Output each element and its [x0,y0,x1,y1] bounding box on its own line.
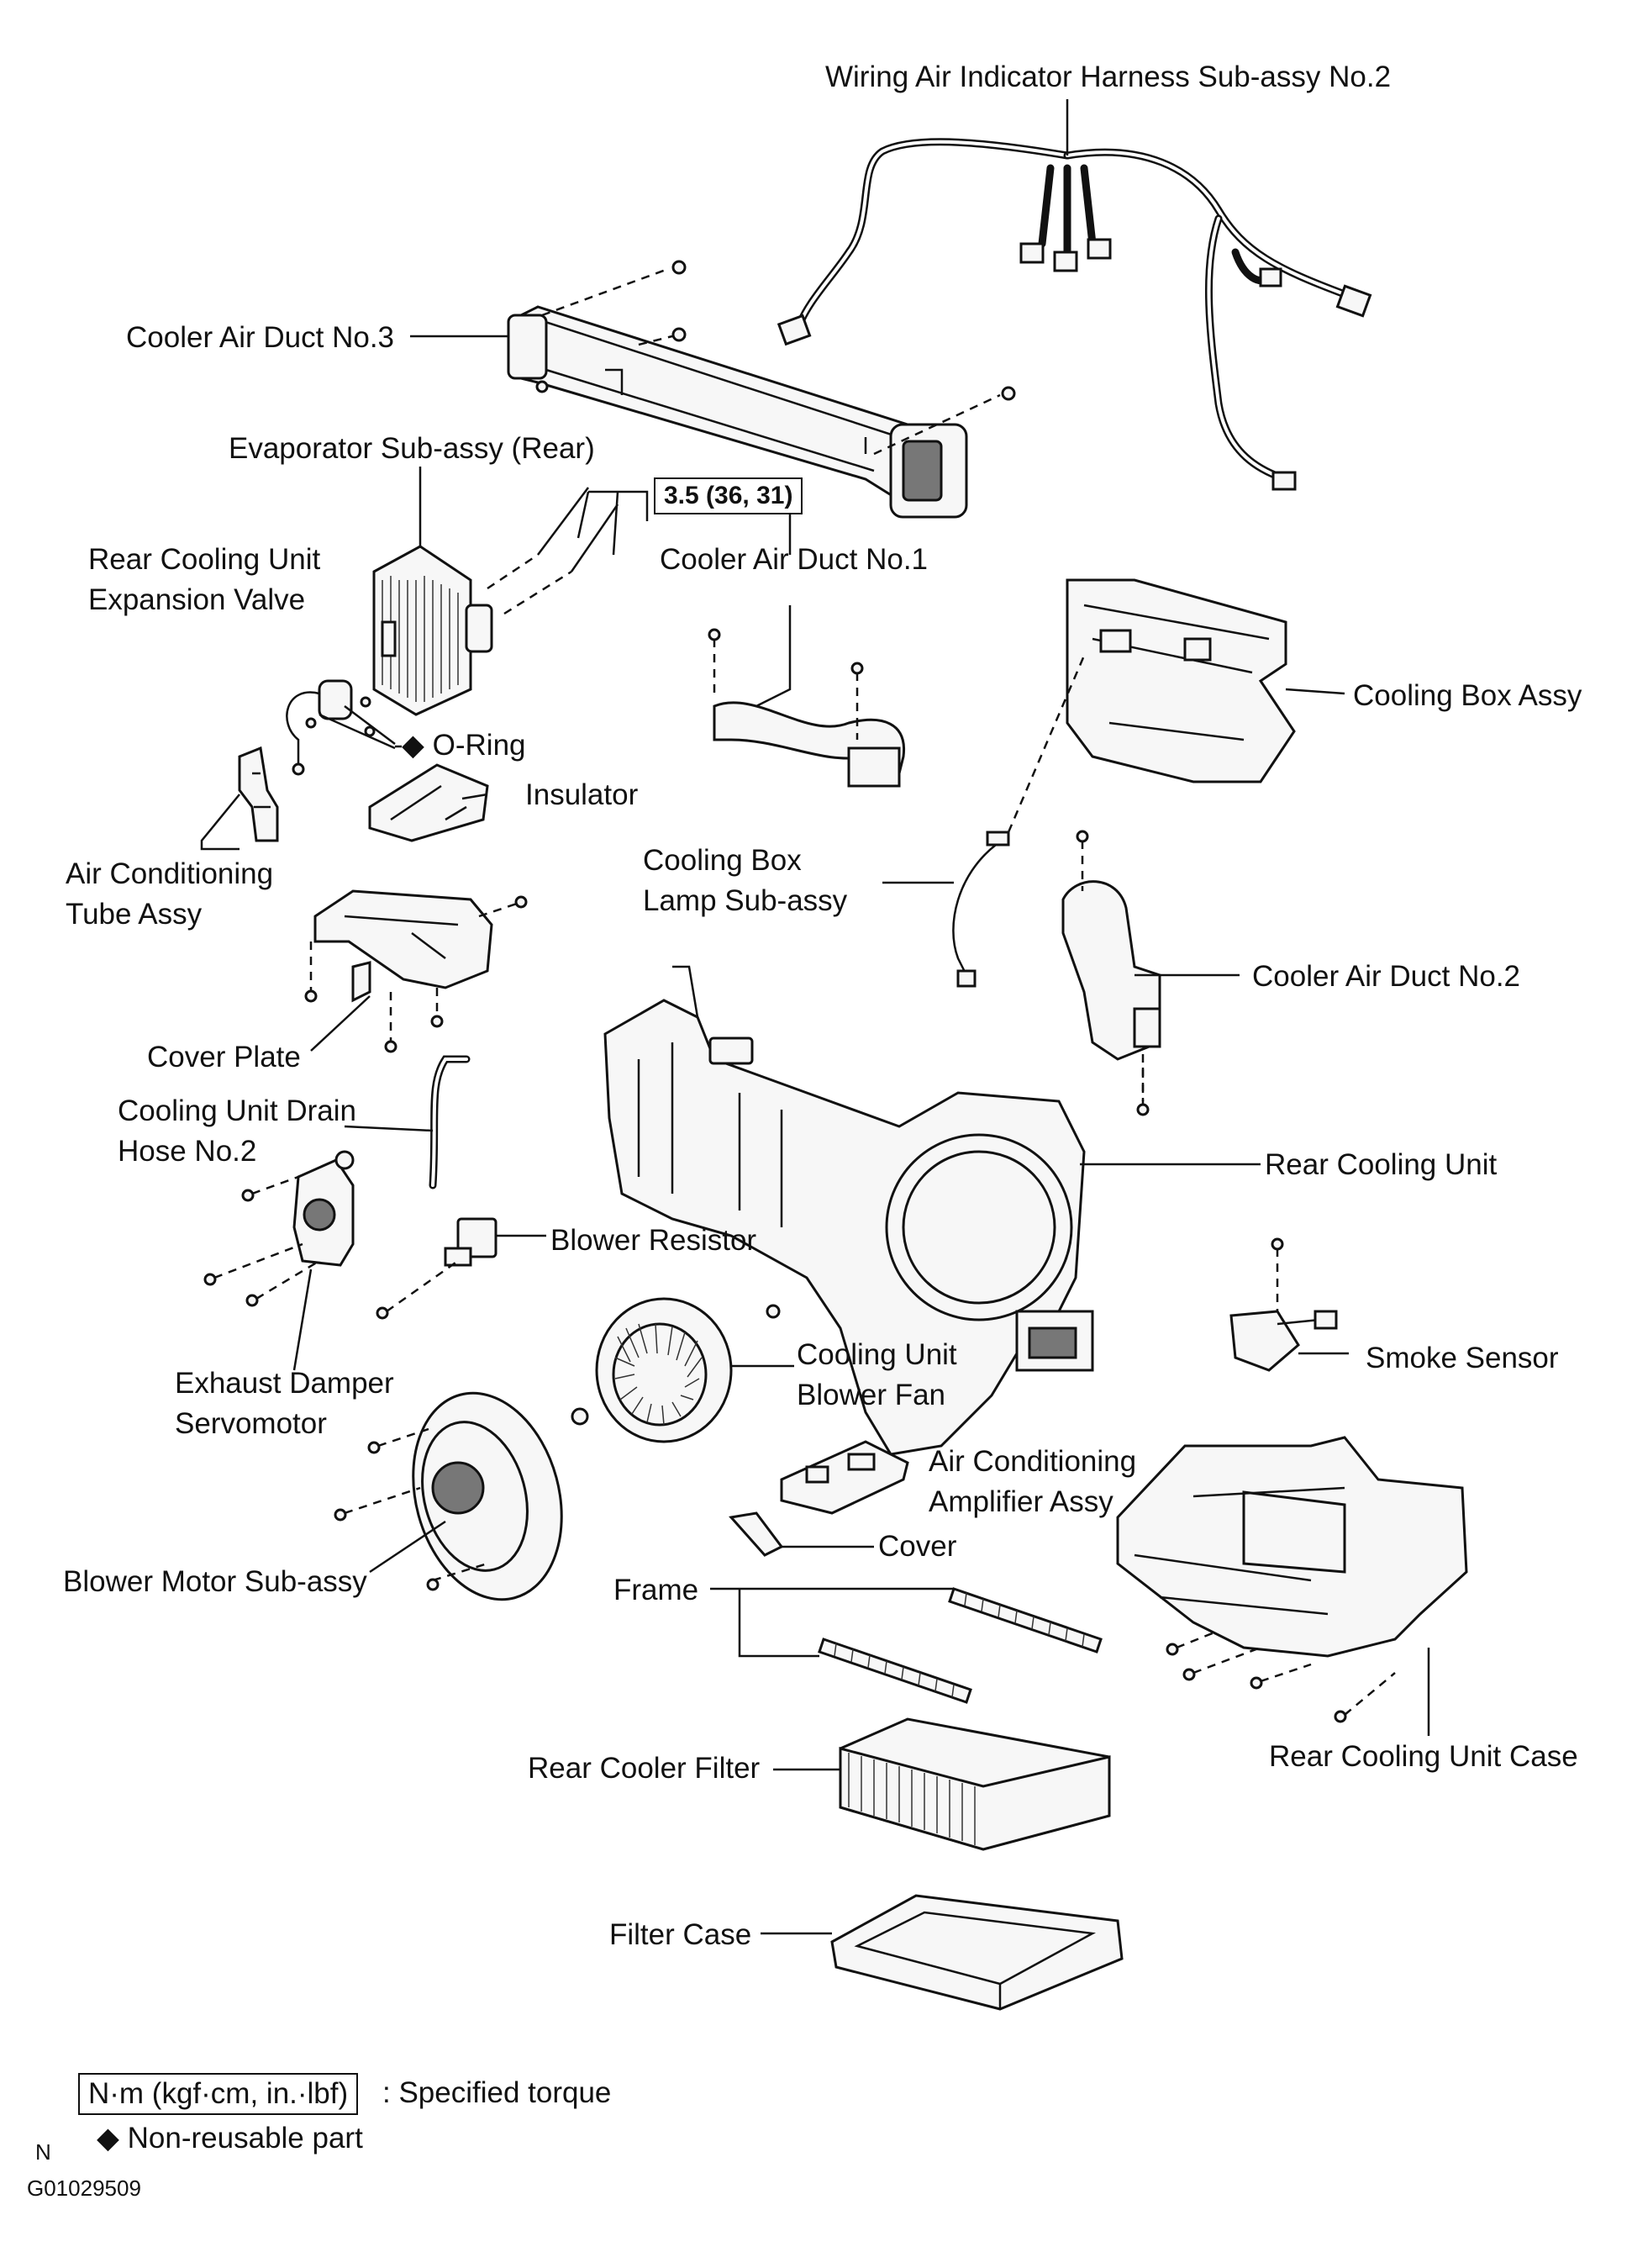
footer-figure-code: G01029509 [27,2176,141,2201]
label-cover-plate: Cover Plate [147,1041,301,1073]
label-lamp-line2: Lamp Sub-assy [643,884,848,917]
label-fan-line2: Blower Fan [797,1379,946,1411]
cover-part [729,1511,784,1557]
evaporator [372,545,493,716]
label-harness: Wiring Air Indicator Harness Sub-assy No… [825,61,1392,93]
label-drain-line2: Hose No.2 [118,1135,257,1168]
rear-cooling-unit [603,965,1145,1456]
label-smoke-sensor: Smoke Sensor [1366,1342,1559,1374]
legend-torque-desc: : Specified torque [382,2076,612,2109]
cooler-air-duct-no2 [1061,830,1161,1116]
drain-hose [429,1055,471,1189]
cooling-box-lamp [952,655,1086,988]
blower-motor [334,1391,563,1601]
legend-nonreusable: ◆ Non-reusable part [97,2118,363,2159]
legend-torque-unit-box: N·m (kgf·cm, in.·lbf) [78,2073,359,2115]
label-frame: Frame [613,1574,699,1606]
label-rear-cooler-filter: Rear Cooler Filter [528,1752,761,1785]
label-damper-line1: Exhaust Damper [175,1367,394,1400]
label-cover: Cover [878,1530,957,1563]
damper-servomotor [203,1150,355,1307]
smoke-sensor [1229,1237,1338,1372]
label-expansion-valve-line1: Rear Cooling Unit [88,543,321,576]
cover-plate [304,889,528,1053]
expansion-valve [286,679,396,776]
label-amp-line1: Air Conditioning [929,1445,1137,1478]
label-insulator: Insulator [525,778,639,811]
blower-fan [571,1297,781,1443]
label-lamp-line1: Cooling Box [643,844,802,877]
cooling-box-assy [1066,578,1296,783]
label-expansion-valve-line2: Expansion Valve [88,583,306,616]
label-fan-line1: Cooling Unit [797,1338,957,1371]
label-amp-line2: Amplifier Assy [929,1485,1113,1518]
insulator [368,763,489,842]
label-oring-text: O-Ring [432,729,526,762]
rear-cooler-filter [839,1717,1111,1851]
label-damper-line2: Servomotor [175,1407,327,1440]
filter-case [830,1894,1124,2011]
footer-n-mark: N [35,2139,51,2165]
label-blower-motor: Blower Motor Sub-assy [63,1565,367,1598]
label-cooler-air-duct-no3: Cooler Air Duct No.3 [126,321,395,354]
frame-bars [818,1587,1103,1704]
label-drain-line1: Cooling Unit Drain [118,1094,357,1127]
wiring-harness [777,138,1372,491]
diamond-icon: ◆ [402,729,424,762]
label-cooling-box-assy: Cooling Box Assy [1353,679,1582,712]
label-evaporator: Evaporator Sub-assy (Rear) [229,432,595,465]
label-oring: ◆ O-Ring [402,725,526,766]
diamond-icon: ◆ [97,2122,119,2155]
leader-lines [200,99,1430,1935]
label-rear-cooling-unit-case: Rear Cooling Unit Case [1269,1740,1578,1773]
label-ac-tube-line2: Tube Assy [66,898,203,931]
label-ac-tube-line1: Air Conditioning [66,857,274,890]
ac-amplifier [780,1440,909,1515]
rear-cooling-unit-case [1116,1436,1468,1723]
label-rear-cooling-unit: Rear Cooling Unit [1265,1148,1498,1181]
label-cooler-air-duct-no2: Cooler Air Duct No.2 [1252,960,1521,993]
blower-resistor [376,1217,497,1320]
torque-leaders [487,487,649,615]
torque-spec-box: 3.5 (36, 31) [654,477,803,514]
label-filter-case: Filter Case [609,1918,752,1951]
legend-nonreusable-text: Non-reusable part [127,2122,363,2155]
cooler-air-duct-no1 [708,628,906,788]
ac-tube [238,746,279,842]
cooler-air-duct-no3 [507,260,1016,519]
label-cooler-air-duct-no1: Cooler Air Duct No.1 [660,543,929,576]
label-blower-resistor: Blower Resistor [550,1224,757,1257]
